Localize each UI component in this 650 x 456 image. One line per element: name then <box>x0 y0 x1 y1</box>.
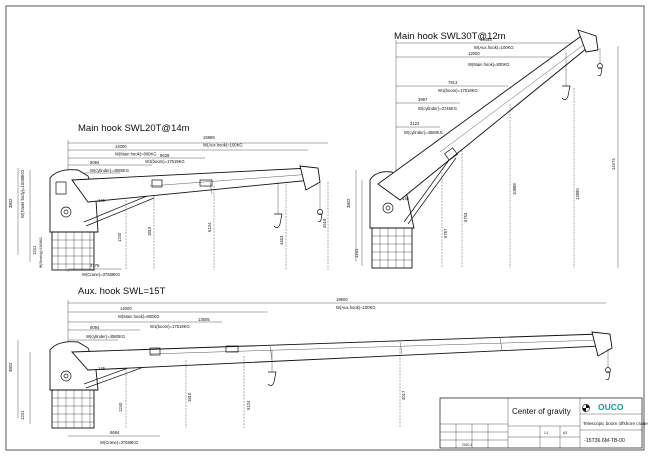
svg-text:3997: 3997 <box>418 97 428 102</box>
luffing-cylinder-tr <box>403 155 453 223</box>
view-title-top-left: Main hook SWL20T@14m <box>78 123 190 134</box>
brand-logo: OUCO <box>598 402 624 412</box>
boom-head-tr <box>577 29 599 53</box>
dim-slewing-weight: W(Slewing)=1800KG <box>39 237 43 268</box>
svg-text:5124: 5124 <box>246 400 251 410</box>
svg-text:1241: 1241 <box>20 410 25 420</box>
svg-text:W(Main hook)=800KG: W(Main hook)=800KG <box>468 62 510 67</box>
dim-9639: 9639 <box>160 153 170 158</box>
svg-text:6684: 6684 <box>110 430 120 435</box>
svg-text:8094: 8094 <box>90 325 100 330</box>
svg-text:4463: 4463 <box>279 235 284 245</box>
dim-crane-weight: W(Crane)=37669KG <box>82 272 120 277</box>
svg-text:W(cylinder)=4580KG: W(cylinder)=4580KG <box>404 130 443 135</box>
view-top-left: Main hook SWL20T@14m 16999 W(Aux.hook)=1… <box>8 123 329 277</box>
svg-text:14455: 14455 <box>480 37 492 42</box>
dim-1241: 1241 <box>32 245 37 255</box>
view-title-top-right: Main hook SWL30T@12m <box>394 31 506 42</box>
main-hook-tr <box>561 85 571 100</box>
view-title-bottom: Aux. hook SWL=15T <box>78 286 166 297</box>
svg-text:4017: 4017 <box>401 390 406 400</box>
svg-text:6753: 6753 <box>463 212 468 222</box>
svg-text:1810: 1810 <box>187 392 192 402</box>
dim-aux-hook: W(Aux.hook)=100KG <box>203 143 243 148</box>
svg-text:145: 145 <box>402 196 410 201</box>
svg-text:W(cylinder)=4580KG: W(cylinder)=4580KG <box>86 334 125 339</box>
crane-pedestal-bottom <box>51 389 95 429</box>
crane-pedestal <box>51 231 95 271</box>
svg-text:14000: 14000 <box>120 306 132 311</box>
svg-text:145: 145 <box>98 198 106 203</box>
dim-main-hook: W(Main hook)=800KG <box>115 152 157 157</box>
svg-text:W(Aux.hook)=100KG: W(Aux.hook)=100KG <box>474 45 514 50</box>
svg-text:3122: 3122 <box>410 121 420 126</box>
boom-head-bottom <box>591 331 613 357</box>
svg-text:4519: 4519 <box>322 218 327 228</box>
boom-tr <box>377 33 593 201</box>
main-hook <box>273 213 283 228</box>
main-hook-bottom <box>267 371 277 386</box>
dim-cylinder-weight: W(cylinder)=4580KG <box>90 168 129 173</box>
svg-text:10888: 10888 <box>512 183 517 195</box>
aux-hook <box>317 213 323 223</box>
crane-pedestal-tr <box>371 227 413 269</box>
svg-text:1241: 1241 <box>354 248 359 258</box>
svg-text:W(Crane)=37669KG: W(Crane)=37669KG <box>100 440 138 445</box>
sheet-size-text: A3 <box>563 431 567 435</box>
svg-text:12000: 12000 <box>468 51 480 56</box>
title-block: Center of gravity OUCO Telescopic boom o… <box>439 397 648 449</box>
luffing-cylinder <box>83 193 153 223</box>
dim-14000: 14000 <box>115 144 127 149</box>
dim-tower-weight: W(Tower body)=10088KG <box>20 170 25 218</box>
svg-text:5767: 5767 <box>443 228 448 238</box>
svg-text:W1(boom)=17519KG: W1(boom)=17519KG <box>150 324 190 329</box>
svg-text:7813: 7813 <box>448 80 458 85</box>
svg-text:1810: 1810 <box>147 226 152 236</box>
center-of-gravity-icon <box>582 404 590 412</box>
sheet-border <box>5 5 645 451</box>
svg-text:5124: 5124 <box>207 222 212 232</box>
svg-text:4775: 4775 <box>90 263 100 268</box>
scale-text: 1:1 <box>544 431 549 435</box>
view-bottom: Aux. hook SWL=15T 18600 W(Aux.hook)=100K… <box>8 286 613 445</box>
boom-bottom <box>71 333 603 371</box>
svg-text:145: 145 <box>98 366 106 371</box>
view-top-right: Main hook SWL30T@12m 14455 W(Aux.hook)=1… <box>346 29 619 269</box>
svg-text:1240: 1240 <box>117 232 122 242</box>
legend-label: Center of gravity <box>512 407 571 416</box>
svg-text:W1(boom)=17519KG: W1(boom)=17519KG <box>438 88 478 93</box>
aux-hook-tr <box>597 67 603 77</box>
aux-hook-bottom <box>605 371 611 381</box>
svg-text:13505: 13505 <box>198 317 210 322</box>
svg-text:W(Aux.hook)=100KG: W(Aux.hook)=100KG <box>336 305 376 310</box>
date-text: 2020.4 <box>462 443 472 447</box>
svg-text:W(cylinder)=3746KG: W(cylinder)=3746KG <box>418 106 457 111</box>
svg-text:3802: 3802 <box>8 362 13 372</box>
svg-text:12890: 12890 <box>575 188 580 200</box>
dim-8094: 8094 <box>90 160 100 165</box>
svg-text:18600: 18600 <box>336 297 348 302</box>
svg-text:1240: 1240 <box>118 402 123 412</box>
dim-boom-weight: W1(boom)=17519KG <box>145 159 185 164</box>
dim-total: 16999 <box>203 135 215 140</box>
svg-text:3802: 3802 <box>346 198 351 208</box>
drawing-number: -15T36.6M-TB-00 <box>584 438 625 444</box>
boom-head <box>299 165 321 191</box>
svg-text:W(Main hook)=800KG: W(Main hook)=800KG <box>118 314 160 319</box>
dim-3802: 3802 <box>8 198 13 208</box>
drawing-title: Telescopic boom offshore crane <box>583 421 648 426</box>
svg-text:14474: 14474 <box>611 158 616 170</box>
